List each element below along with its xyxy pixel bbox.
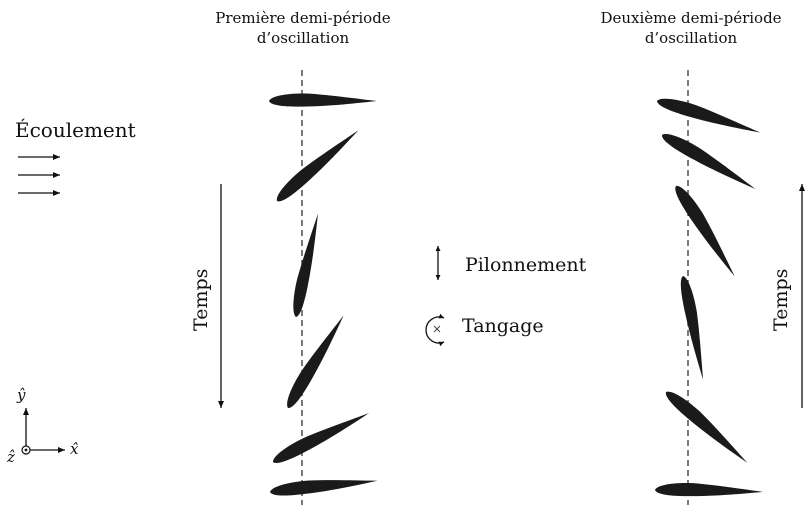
foil-right-4 [678, 274, 710, 381]
axes-icon [21, 408, 65, 455]
pitch-icon [425, 313, 445, 347]
foil-left-4 [281, 311, 349, 411]
first-half-title-line1: Première demi-période [215, 9, 391, 27]
foil-right-2 [659, 128, 760, 194]
heave-label: Pilonnement [465, 254, 587, 276]
second-half-title-line1: Deuxième demi-période [600, 9, 782, 27]
axis-x-label: x̂ [70, 440, 79, 458]
right-foils [654, 93, 764, 498]
foil-left-5 [269, 406, 372, 468]
first-half-title: Première demi-période d’oscillation [203, 8, 403, 48]
foil-left-2 [272, 124, 363, 206]
left-foils [269, 93, 378, 498]
flow-label: Écoulement [15, 118, 136, 142]
foil-right-6 [654, 482, 764, 498]
foil-right-3 [671, 181, 742, 280]
foil-left-1 [269, 93, 377, 107]
foil-right-1 [655, 93, 763, 138]
pitch-label: Tangage [462, 315, 544, 337]
second-half-title-line2: d’oscillation [644, 29, 738, 47]
time-label-right: Temps [770, 268, 792, 331]
foil-right-5 [662, 386, 753, 468]
time-label-left: Temps [190, 268, 212, 331]
first-half-title-line2: d’oscillation [256, 29, 350, 47]
foil-left-6 [269, 473, 378, 498]
foil-left-3 [289, 212, 323, 319]
axis-z-label: ẑ [7, 448, 15, 466]
second-half-title: Deuxième demi-période d’oscillation [586, 8, 796, 48]
axis-y-label: ŷ [17, 386, 26, 404]
flow-arrows [18, 154, 60, 196]
